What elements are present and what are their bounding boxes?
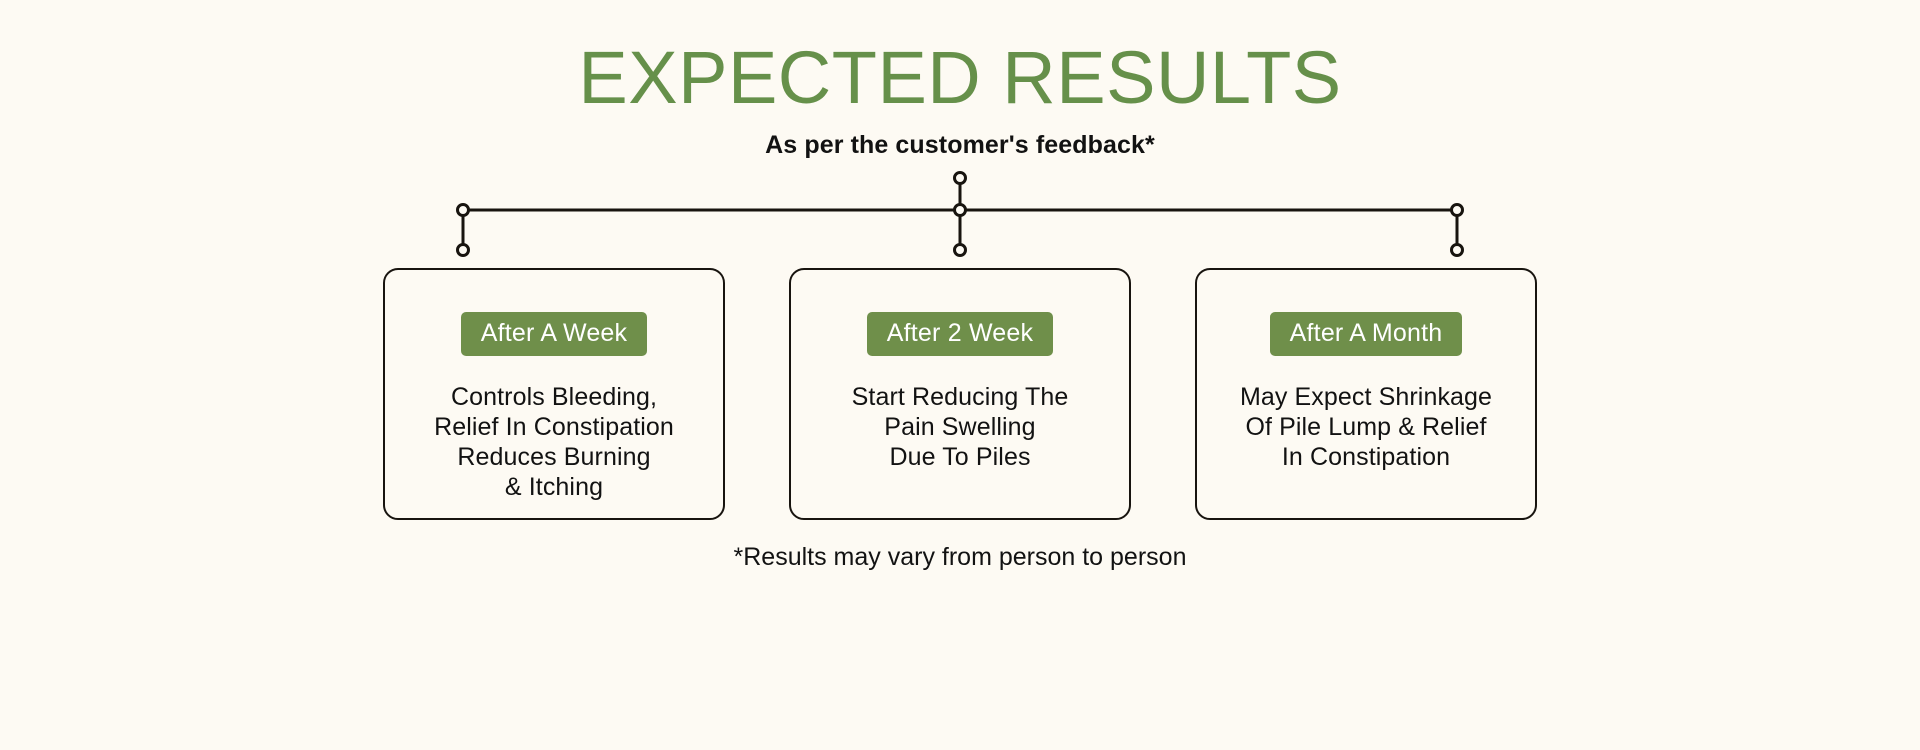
circle-node-icon-bottom-center — [953, 243, 967, 257]
header: EXPECTED RESULTS As per the customer's f… — [0, 36, 1920, 160]
circle-node-icon-right-corner — [1450, 203, 1464, 217]
circle-node-icon-junction — [953, 203, 967, 217]
circle-node-icon-left-corner — [456, 203, 470, 217]
page-title: EXPECTED RESULTS — [578, 36, 1342, 119]
page-subtitle: As per the customer's feedback* — [765, 131, 1155, 159]
results-cards: After A Week Controls Bleeding, Relief I… — [0, 268, 1920, 520]
result-line: May Expect Shrinkage — [1239, 383, 1493, 411]
result-text-month: May Expect Shrinkage Of Pile Lump & Reli… — [1240, 382, 1492, 472]
badge-after-2-week: After 2 Week — [866, 312, 1054, 356]
disclaimer-text: *Results may vary from person to person — [733, 543, 1187, 571]
result-text-week: Controls Bleeding, Relief In Constipatio… — [434, 382, 674, 502]
result-line: In Constipation — [1281, 443, 1451, 471]
result-line: Controls Bleeding, — [450, 383, 658, 411]
badge-after-a-week: After A Week — [460, 312, 648, 356]
result-line: Due To Piles — [889, 443, 1031, 471]
result-line: Start Reducing The — [851, 383, 1069, 411]
result-card-month: After A Month May Expect Shrinkage Of Pi… — [1195, 268, 1537, 520]
circle-node-icon-bottom-right — [1450, 243, 1464, 257]
result-line: Relief In Constipation — [434, 413, 674, 441]
result-line: Pain Swelling — [884, 413, 1036, 441]
circle-node-icon-bottom-left — [456, 243, 470, 257]
badge-after-a-month: After A Month — [1269, 312, 1463, 356]
result-line: & Itching — [504, 473, 604, 501]
circle-node-icon-top-center — [953, 171, 967, 185]
connector-diagram — [456, 171, 1464, 257]
result-line: Reduces Burning — [457, 443, 651, 471]
result-card-week: After A Week Controls Bleeding, Relief I… — [383, 268, 725, 520]
result-text-2-week: Start Reducing The Pain Swelling Due To … — [852, 382, 1069, 472]
result-card-2-week: After 2 Week Start Reducing The Pain Swe… — [789, 268, 1131, 520]
result-line: Of Pile Lump & Relief — [1245, 413, 1487, 441]
